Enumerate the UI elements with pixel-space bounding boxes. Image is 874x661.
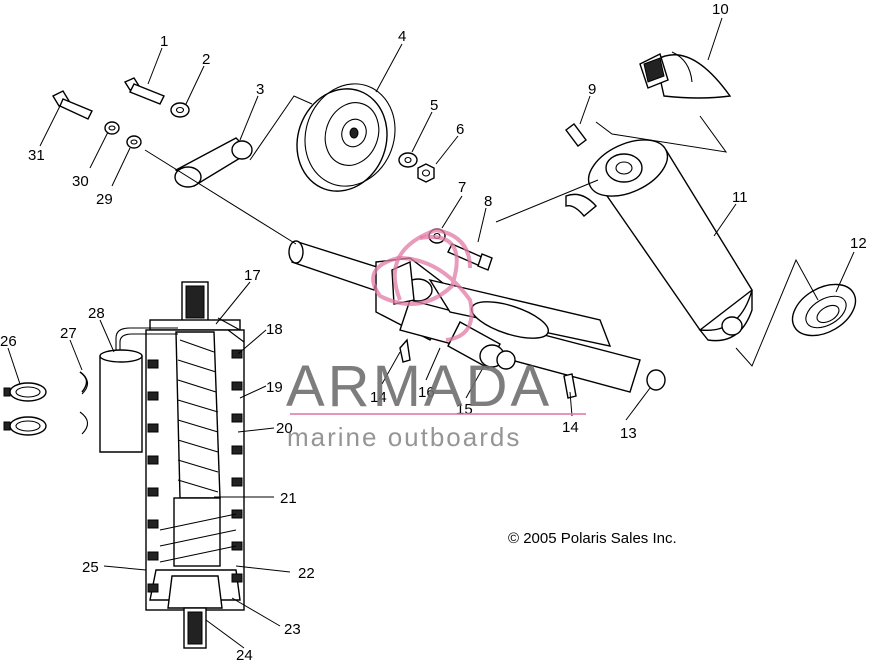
callout-10: 10 (712, 1, 729, 18)
callout-20: 20 (276, 420, 293, 437)
pin-part-9 (565, 123, 587, 147)
clamp-part-26 (3, 382, 47, 436)
callout-8: 8 (484, 193, 492, 210)
nut-part-6 (417, 163, 435, 183)
watermark-title: ARMADA (286, 354, 552, 419)
callout-2: 2 (202, 51, 210, 68)
callout-31: 31 (28, 147, 45, 164)
callout-9: 9 (588, 81, 596, 98)
link-arm-part-3 (174, 137, 253, 188)
callout-18: 18 (266, 321, 283, 338)
callout-27: 27 (60, 325, 77, 342)
callout-21: 21 (280, 490, 297, 507)
callout-30: 30 (72, 173, 89, 190)
armada-logo (371, 227, 474, 342)
end-cap-part-10 (639, 51, 732, 99)
callout-28: 28 (88, 305, 105, 322)
callout-13: 13 (620, 425, 637, 442)
callout-24: 24 (236, 647, 253, 661)
main-shaft (288, 240, 381, 291)
callout-1: 1 (160, 33, 168, 50)
armada-watermark: ARMADA marine outboards (286, 227, 586, 452)
callout-4: 4 (398, 28, 406, 45)
callout-12: 12 (850, 235, 867, 252)
bolt-part-1 (123, 77, 165, 105)
reservoir-part-28 (99, 327, 178, 453)
washer-part-2 (170, 102, 190, 118)
callout-19: 19 (266, 379, 283, 396)
rear-arm-assembly (375, 257, 666, 393)
callout-23: 23 (284, 621, 301, 638)
callout-26: 26 (0, 333, 17, 350)
callout-25: 25 (82, 559, 99, 576)
callout-29: 29 (96, 191, 113, 208)
shock-cutaway-assembly (145, 281, 245, 649)
shock-body-part-11 (565, 139, 753, 342)
callout-6: 6 (456, 121, 464, 138)
washer-part-30 (104, 121, 120, 135)
watermark-subtitle: marine outboards (287, 422, 521, 452)
callout-17: 17 (244, 267, 261, 284)
bolt-part-14-right (563, 373, 577, 399)
bolt-part-31 (52, 90, 93, 120)
callout-leaders (7, 17, 855, 649)
callout-14-left: 14 (370, 389, 387, 406)
washer-part-5 (398, 152, 418, 168)
washer-part-29 (126, 135, 142, 149)
callout-5: 5 (430, 97, 438, 114)
diaphragm-part-12 (791, 283, 857, 337)
spacer-part-27 (79, 371, 89, 435)
idler-wheel-part-4 (296, 83, 396, 192)
callout-16: 16 (418, 384, 435, 401)
bolt-part-8 (447, 243, 493, 271)
assembly-guide-lines (144, 95, 819, 367)
callout-22: 22 (298, 565, 315, 582)
callout-11: 11 (732, 189, 748, 206)
callout-14-right: 14 (562, 419, 579, 436)
bolt-part-14-left (399, 338, 411, 363)
callout-3: 3 (256, 81, 264, 98)
copyright-text: © 2005 Polaris Sales Inc. (508, 530, 677, 547)
callout-7: 7 (458, 179, 466, 196)
